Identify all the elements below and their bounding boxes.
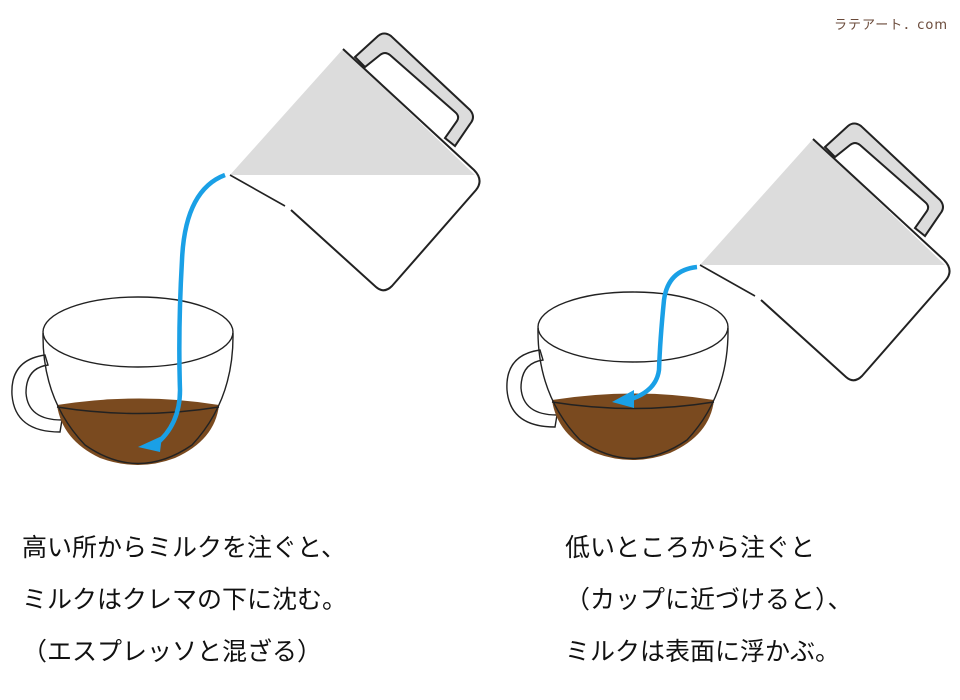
caption-line: ミルクはクレマの下に沈む。 xyxy=(22,585,348,614)
milk-stream-right xyxy=(627,264,698,403)
right-scene xyxy=(506,122,951,461)
cup-right xyxy=(506,291,729,461)
pitcher-left xyxy=(229,32,481,292)
caption-line: （カップに近づけると）、 xyxy=(565,585,853,614)
caption-line: ミルクは表面に浮かぶ。 xyxy=(565,637,841,666)
arrowhead-right xyxy=(612,390,634,408)
left-scene xyxy=(11,32,481,466)
pouring-illustration xyxy=(11,32,951,466)
caption-low-pour: 低いところから注ぐと （カップに近づけると）、 ミルクは表面に浮かぶ。 xyxy=(565,522,853,678)
caption-high-pour: 高い所からミルクを注ぐと、 ミルクはクレマの下に沈む。 （エスプレッソと混ざる） xyxy=(22,522,347,678)
milk-stream-left xyxy=(153,172,226,447)
caption-line: 低いところから注ぐと xyxy=(565,533,816,562)
site-logo: ラテアート．com xyxy=(834,18,948,33)
caption-line: 高い所からミルクを注ぐと、 xyxy=(22,533,347,562)
cup-left xyxy=(11,296,234,466)
arrowhead-left xyxy=(138,436,162,452)
pitcher-right xyxy=(699,122,951,382)
caption-line: （エスプレッソと混ざる） xyxy=(22,637,323,666)
